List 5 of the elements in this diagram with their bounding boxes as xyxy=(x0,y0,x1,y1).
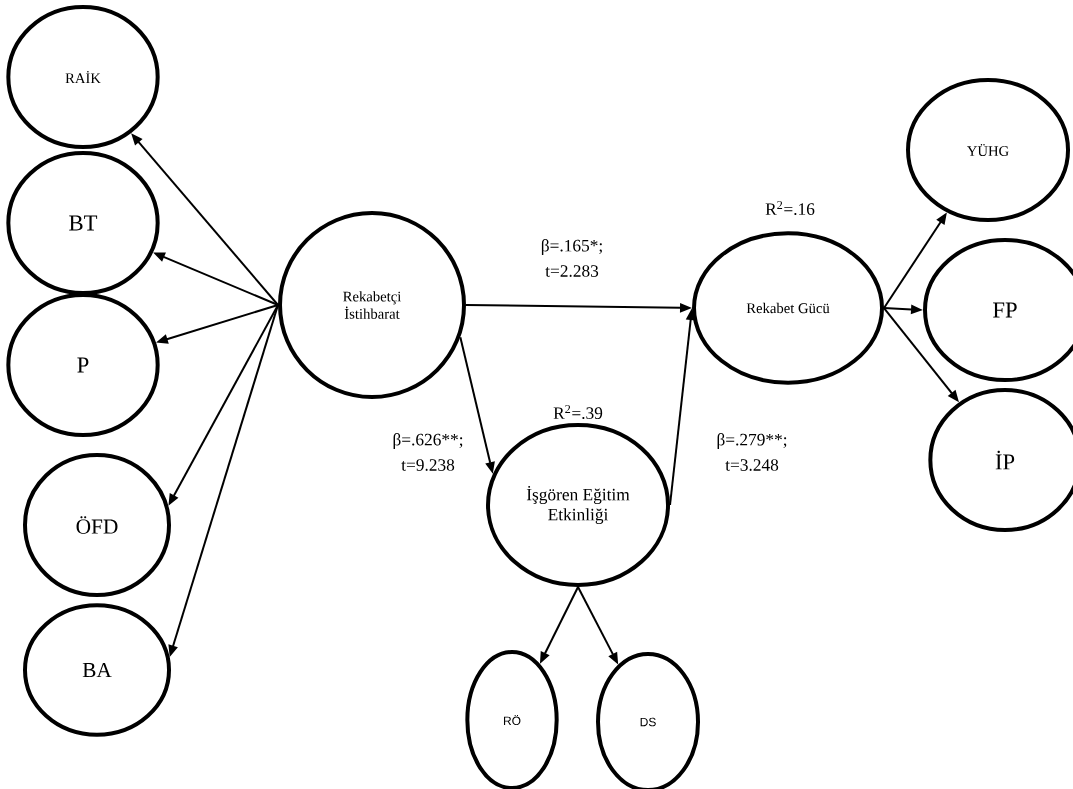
r-squared-label: R$^{2}$=.39 xyxy=(553,404,603,420)
r-squared-label: R$^{2}$=.16 xyxy=(765,200,815,216)
path-coefficient: β=.279**; t=3.248 xyxy=(717,433,787,471)
path-coefficient: β=.165*; t=2.283 xyxy=(541,239,602,277)
path-coefficient: β=.626**; t=9.238 xyxy=(393,433,463,471)
